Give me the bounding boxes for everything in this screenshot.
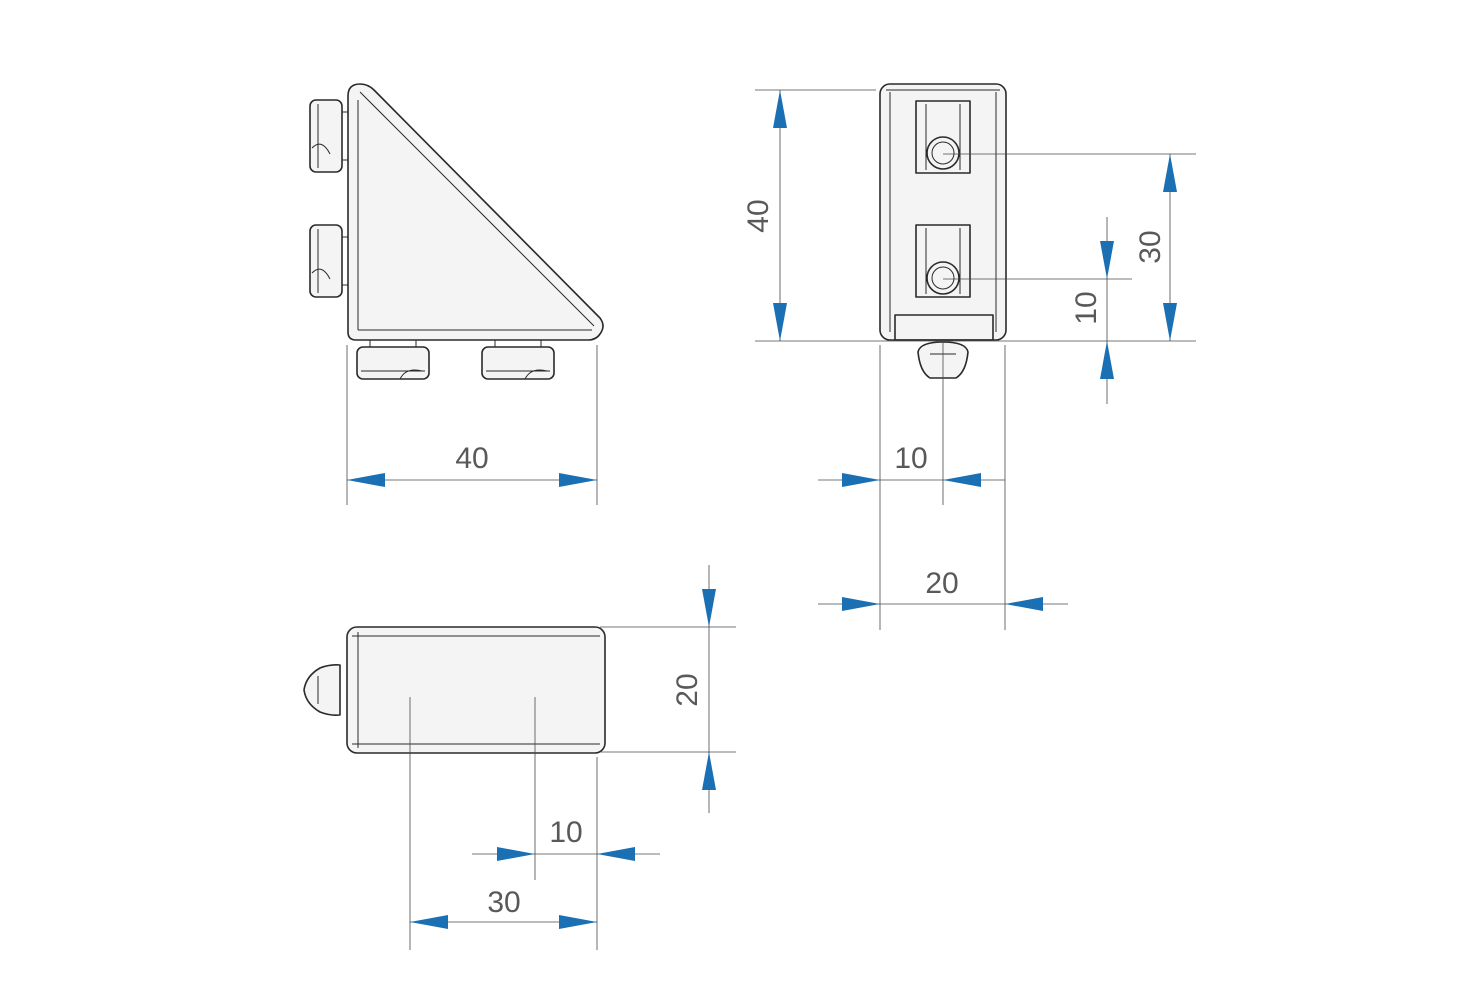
dimension-arrow xyxy=(559,473,597,487)
dimension-arrow xyxy=(1005,597,1043,611)
dimension-arrow xyxy=(773,303,787,341)
front-hole-pitch-label: 30 xyxy=(1134,230,1167,263)
front-height-label: 40 xyxy=(742,199,775,232)
front-width-label: 20 xyxy=(925,567,958,600)
dimension-arrow xyxy=(702,752,716,790)
front-lower-hole-label: 10 xyxy=(1070,291,1103,324)
top-nut xyxy=(303,664,341,716)
dimension-arrows xyxy=(347,90,1177,929)
front-body xyxy=(879,83,1007,341)
top-length-label: 30 xyxy=(487,886,520,919)
slot-nut-upper xyxy=(309,99,348,173)
dimension-arrow xyxy=(842,473,880,487)
slot-nut-middle xyxy=(309,224,348,298)
dimension-arrow xyxy=(559,915,597,929)
top-depth-label: 20 xyxy=(671,673,704,706)
dimension-arrow xyxy=(347,473,385,487)
dimension-arrow xyxy=(1100,341,1114,379)
upper-hole xyxy=(915,100,971,174)
top-view xyxy=(303,626,606,754)
side-width-label: 40 xyxy=(455,442,488,475)
dimension-arrow xyxy=(773,90,787,128)
top-body xyxy=(346,626,606,754)
dimension-arrow xyxy=(702,589,716,627)
dimension-arrow xyxy=(410,915,448,929)
dimension-arrow xyxy=(1163,303,1177,341)
front-center-label: 10 xyxy=(894,442,927,475)
top-offset-label: 10 xyxy=(549,816,582,849)
dimension-arrow xyxy=(1163,154,1177,192)
side-view xyxy=(309,83,604,380)
dimension-arrow xyxy=(597,847,635,861)
slot-nut-bottom-left xyxy=(356,340,430,380)
bracket-triangle xyxy=(347,83,604,341)
slot-nut-bottom-right xyxy=(481,340,555,380)
dimension-arrow xyxy=(842,597,880,611)
dimension-arrow xyxy=(943,473,981,487)
lower-hole xyxy=(915,224,971,298)
dimension-arrow xyxy=(1100,241,1114,279)
front-view xyxy=(879,83,1007,379)
dimension-arrow xyxy=(497,847,535,861)
